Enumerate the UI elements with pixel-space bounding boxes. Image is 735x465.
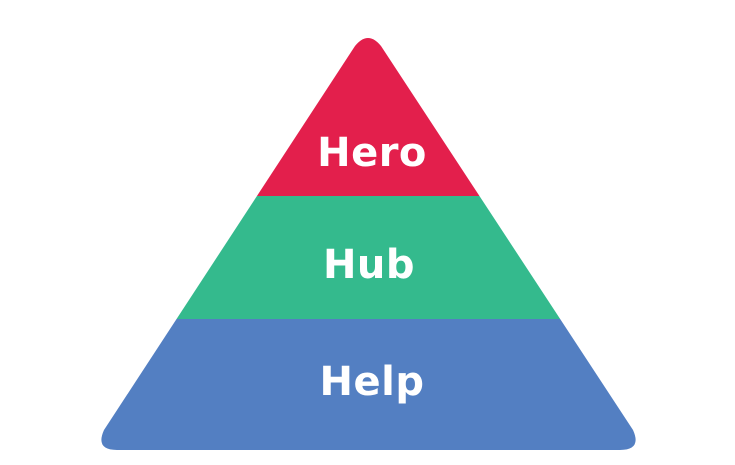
tier-hub-label: Hub [323,242,415,288]
tier-help-label: Help [320,359,425,405]
tier-hero-label: Hero [317,130,427,176]
tier-help-band [101,319,636,450]
